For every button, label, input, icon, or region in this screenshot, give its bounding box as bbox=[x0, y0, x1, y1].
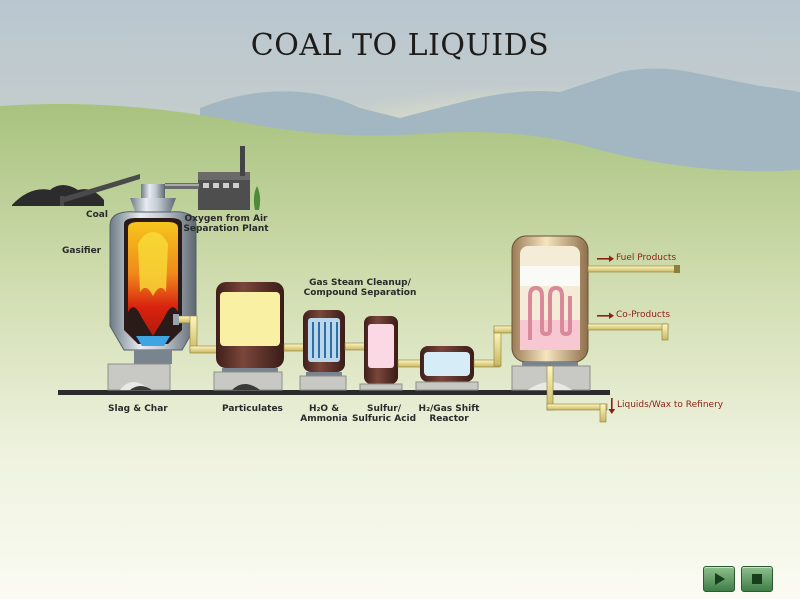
label-sulfur: Sulfur/Sulfuric Acid bbox=[351, 404, 417, 424]
label-gasifier: Gasifier bbox=[62, 246, 102, 256]
stop-button[interactable] bbox=[741, 566, 773, 592]
label-slag-char: Slag & Char bbox=[108, 404, 168, 414]
play-button[interactable] bbox=[703, 566, 735, 592]
label-h2o-ammonia: H₂O &Ammonia bbox=[300, 404, 348, 424]
label-particulates: Particulates bbox=[222, 404, 283, 414]
page-title: COAL TO LIQUIDS bbox=[250, 28, 550, 63]
gasifier-vessel bbox=[109, 184, 197, 364]
particulates-vessel bbox=[216, 282, 284, 374]
label-co-products: Co-Products bbox=[616, 310, 671, 320]
ground-line bbox=[58, 390, 610, 395]
stop-icon bbox=[752, 574, 762, 584]
sulfur-vessel bbox=[364, 316, 398, 384]
gas-shift-reactor bbox=[420, 346, 474, 382]
coproducts-arrow bbox=[597, 312, 614, 319]
air-separation-plant bbox=[198, 178, 250, 210]
fuel-arrow bbox=[597, 255, 614, 262]
play-icon bbox=[715, 573, 725, 585]
fischer-tropsch-reactor bbox=[511, 235, 589, 368]
liquids-arrow bbox=[608, 398, 616, 414]
label-coal: Coal bbox=[86, 210, 108, 220]
water-ammonia-vessel bbox=[303, 310, 345, 378]
label-liquids-wax: Liquids/Wax to Refinery bbox=[617, 400, 724, 410]
coal-pile bbox=[12, 185, 104, 206]
label-fuel-products: Fuel Products bbox=[616, 253, 677, 263]
label-gas-cleanup: Gas Steam Cleanup/Compound Separation bbox=[303, 278, 417, 298]
